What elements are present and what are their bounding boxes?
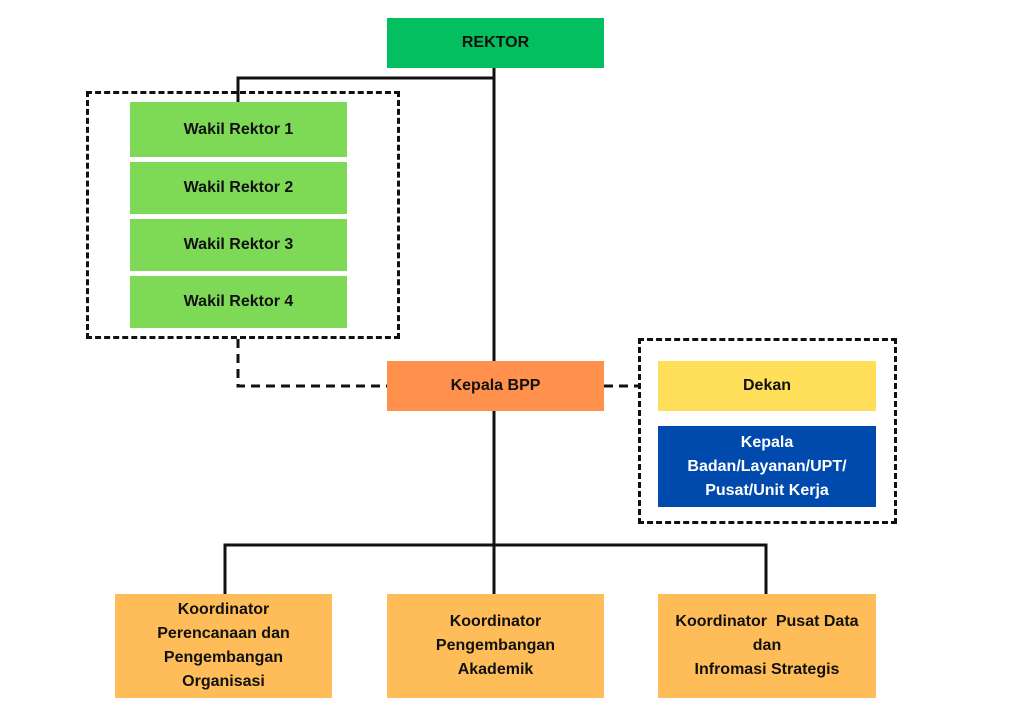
dekan-group (638, 338, 897, 524)
koordinator-pusat-data-box: Koordinator Pusat Data dan Infromasi Str… (658, 594, 876, 698)
wakil-rektor-4-label: Wakil Rektor 4 (183, 293, 294, 310)
wakil-rektor-group (86, 91, 400, 339)
wakil-to-bpp-dashed-line (236, 339, 387, 388)
koordinator-perencanaan-line-1: Koordinator (177, 601, 270, 618)
wakil-rektor-2-label: Wakil Rektor 2 (183, 179, 294, 196)
koordinator-akademik-line-2: Pengembangan (435, 637, 556, 654)
kepala-badan-line-1: Kepala (740, 433, 794, 451)
rektor-to-wakil-line (236, 76, 494, 102)
kepala-bpp-label: Kepala BPP (450, 377, 541, 394)
wakil-rektor-3-box: Wakil Rektor 3 (130, 219, 347, 271)
kepala-badan-box: Kepala Badan/Layanan/UPT/ Pusat/Unit Ker… (658, 426, 876, 507)
koordinator-pusat-data-label: Koordinator Pusat Data dan Infromasi Str… (675, 610, 858, 682)
kepala-badan-label: Kepala Badan/Layanan/UPT/ Pusat/Unit Ker… (687, 431, 846, 503)
kepala-badan-line-2: Badan/Layanan/UPT/ (687, 457, 847, 475)
wakil-rektor-1-label: Wakil Rektor 1 (183, 120, 294, 138)
wakil-rektor-2-box: Wakil Rektor 2 (130, 162, 347, 214)
koordinator-perencanaan-label: Koordinator Perencanaan dan Pengembangan… (157, 598, 290, 694)
dekan-label: Dekan (742, 377, 792, 394)
kepala-bpp-box: Kepala BPP (387, 361, 604, 411)
wakil-rektor-4-box: Wakil Rektor 4 (130, 276, 347, 328)
koordinator-perencanaan-line-4: Organisasi (182, 673, 265, 690)
wakil-rektor-3-label: Wakil Rektor 3 (183, 236, 294, 253)
kepala-badan-line-3: Pusat/Unit Kerja (705, 481, 829, 499)
koordinator-pusat-data-line-1: Koordinator Pusat Data (675, 613, 859, 630)
wakil-rektor-1-box: Wakil Rektor 1 (130, 102, 347, 157)
rektor-label: REKTOR (461, 34, 530, 51)
koordinator-perencanaan-box: Koordinator Perencanaan dan Pengembangan… (115, 594, 332, 698)
koordinator-akademik-line-1: Koordinator (449, 613, 542, 630)
rektor-box: REKTOR (387, 18, 604, 68)
koordinator-akademik-label: Koordinator Pengembangan Akademik (436, 610, 555, 682)
koordinator-pusat-data-line-3: Infromasi Strategis (694, 661, 840, 678)
dekan-box: Dekan (658, 361, 876, 411)
koordinator-branch-line (223, 543, 768, 594)
koordinator-pusat-data-line-2: dan (752, 637, 782, 654)
koordinator-perencanaan-line-2: Perencanaan dan (157, 625, 290, 642)
koordinator-akademik-line-3: Akademik (457, 661, 534, 678)
koordinator-perencanaan-line-3: Pengembangan (163, 649, 284, 666)
koordinator-akademik-box: Koordinator Pengembangan Akademik (387, 594, 604, 698)
